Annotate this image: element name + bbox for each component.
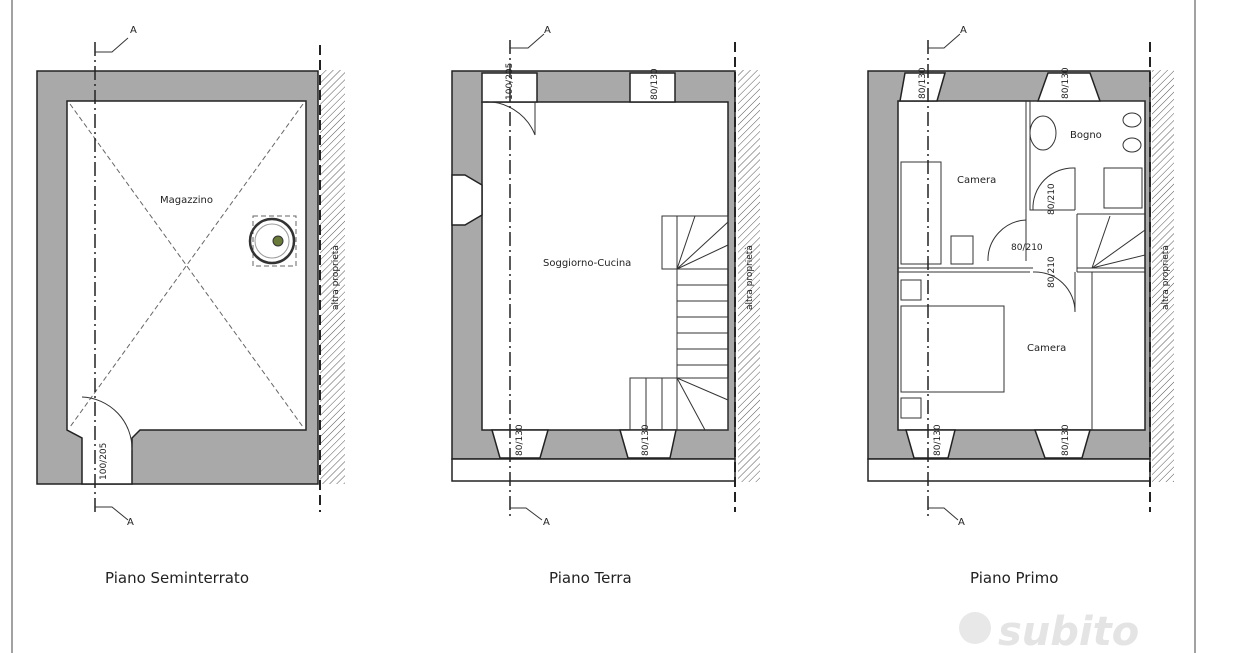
opening-label: 80/130 — [641, 424, 651, 456]
neighbour-label: altra proprietà — [745, 245, 755, 310]
room-label: Camera — [957, 175, 996, 186]
room-label: Bogno — [1070, 130, 1102, 141]
neighbour-hatch — [1152, 70, 1174, 482]
staircase — [629, 215, 729, 431]
neighbour-hatch — [738, 70, 760, 482]
opening-label: 100/205 — [99, 443, 109, 480]
opening-label: 80/130 — [650, 68, 660, 100]
opening-label: 80/210 — [1011, 243, 1043, 253]
opening-label: 80/130 — [1061, 424, 1071, 456]
section-marker: A — [960, 25, 967, 36]
room-label: Soggiorno-Cucina — [543, 258, 631, 269]
interior-walls — [898, 100, 1146, 430]
plan-title: Piano Seminterrato — [105, 569, 249, 587]
plan-seminterrato: A A Magazzino 100/205 altra proprietà Pi… — [36, 25, 345, 587]
opening-label: 80/130 — [933, 424, 943, 456]
opening-label: 80/130 — [918, 67, 928, 99]
section-marker: A — [544, 25, 551, 36]
opening-label: 80/130 — [1061, 67, 1071, 99]
section-marker: A — [958, 517, 965, 528]
room-label: Magazzino — [160, 195, 213, 206]
plan-title: Piano Terra — [549, 569, 632, 587]
furniture — [900, 112, 1143, 419]
neighbour-hatch — [320, 70, 345, 484]
plan-terra: A A Soggiorno-Cucina 100/205 80/130 80/1… — [451, 25, 760, 587]
neighbour-label: altra proprietà — [331, 245, 341, 310]
neighbour-label: altra proprietà — [1161, 245, 1171, 310]
opening-label: 80/210 — [1047, 183, 1057, 215]
section-marker: A — [543, 517, 550, 528]
section-marker: A — [127, 517, 134, 528]
watermark-logo: subito — [959, 609, 1139, 653]
watermark-text: subito — [998, 609, 1139, 653]
spiral-stair — [248, 215, 297, 267]
plan-title: Piano Primo — [970, 569, 1058, 587]
opening-label: 100/205 — [505, 63, 515, 100]
room-label: Camera — [1027, 343, 1066, 354]
opening-label: 80/210 — [1047, 256, 1057, 288]
opening-label: 80/130 — [515, 424, 525, 456]
section-marker: A — [130, 25, 137, 36]
plan-primo: A A Camera Bogno Camera 80/130 80/130 80… — [867, 25, 1174, 587]
